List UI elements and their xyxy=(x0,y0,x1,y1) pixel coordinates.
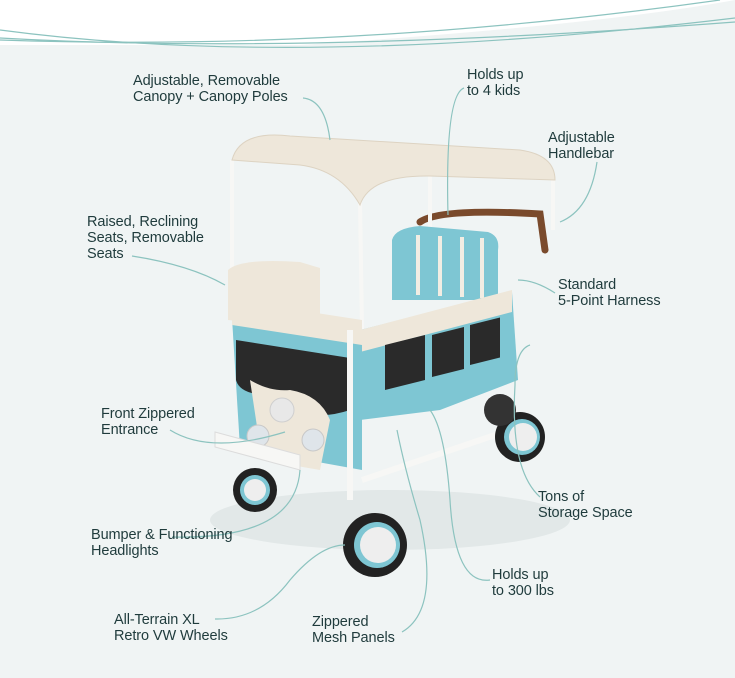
label-line: 5-Point Harness xyxy=(558,293,661,309)
label-line: Raised, Reclining xyxy=(87,214,199,230)
label-line: Adjustable, Removable xyxy=(133,73,281,89)
label-line: to 300 lbs xyxy=(492,583,554,599)
label-line: Canopy + Canopy Poles xyxy=(133,89,288,105)
label-line: to 4 kids xyxy=(467,83,521,99)
header-band xyxy=(0,0,735,45)
label-line: Adjustable xyxy=(548,130,615,146)
label-line: Seats, Removable xyxy=(87,230,204,246)
label-line: Standard xyxy=(558,277,617,293)
label-line: Retro VW Wheels xyxy=(114,628,228,644)
label-line: Holds up xyxy=(492,567,549,583)
label-line: Entrance xyxy=(101,422,159,438)
label-line: Headlights xyxy=(91,543,159,559)
label-line: Seats xyxy=(87,246,124,262)
wheel xyxy=(495,412,545,462)
label-line: Mesh Panels xyxy=(312,630,395,646)
label-line: Zippered xyxy=(312,614,369,630)
wheel xyxy=(233,468,277,512)
connectors xyxy=(131,87,598,633)
label-line: Storage Space xyxy=(538,505,633,521)
label-line: Holds up xyxy=(467,67,524,83)
canopy xyxy=(231,134,556,207)
wheel xyxy=(343,513,407,577)
headlight xyxy=(301,428,325,452)
label-line: Tons of xyxy=(538,489,585,505)
wheel xyxy=(484,394,516,426)
wagon-illustration xyxy=(210,134,570,577)
label-line: Bumper & Functioning xyxy=(91,527,233,543)
handlebar xyxy=(416,208,549,254)
wave-line xyxy=(0,0,721,43)
label-line: Front Zippered xyxy=(101,406,195,422)
label-line: Handlebar xyxy=(548,146,615,162)
label-line: All-Terrain XL xyxy=(114,612,200,628)
